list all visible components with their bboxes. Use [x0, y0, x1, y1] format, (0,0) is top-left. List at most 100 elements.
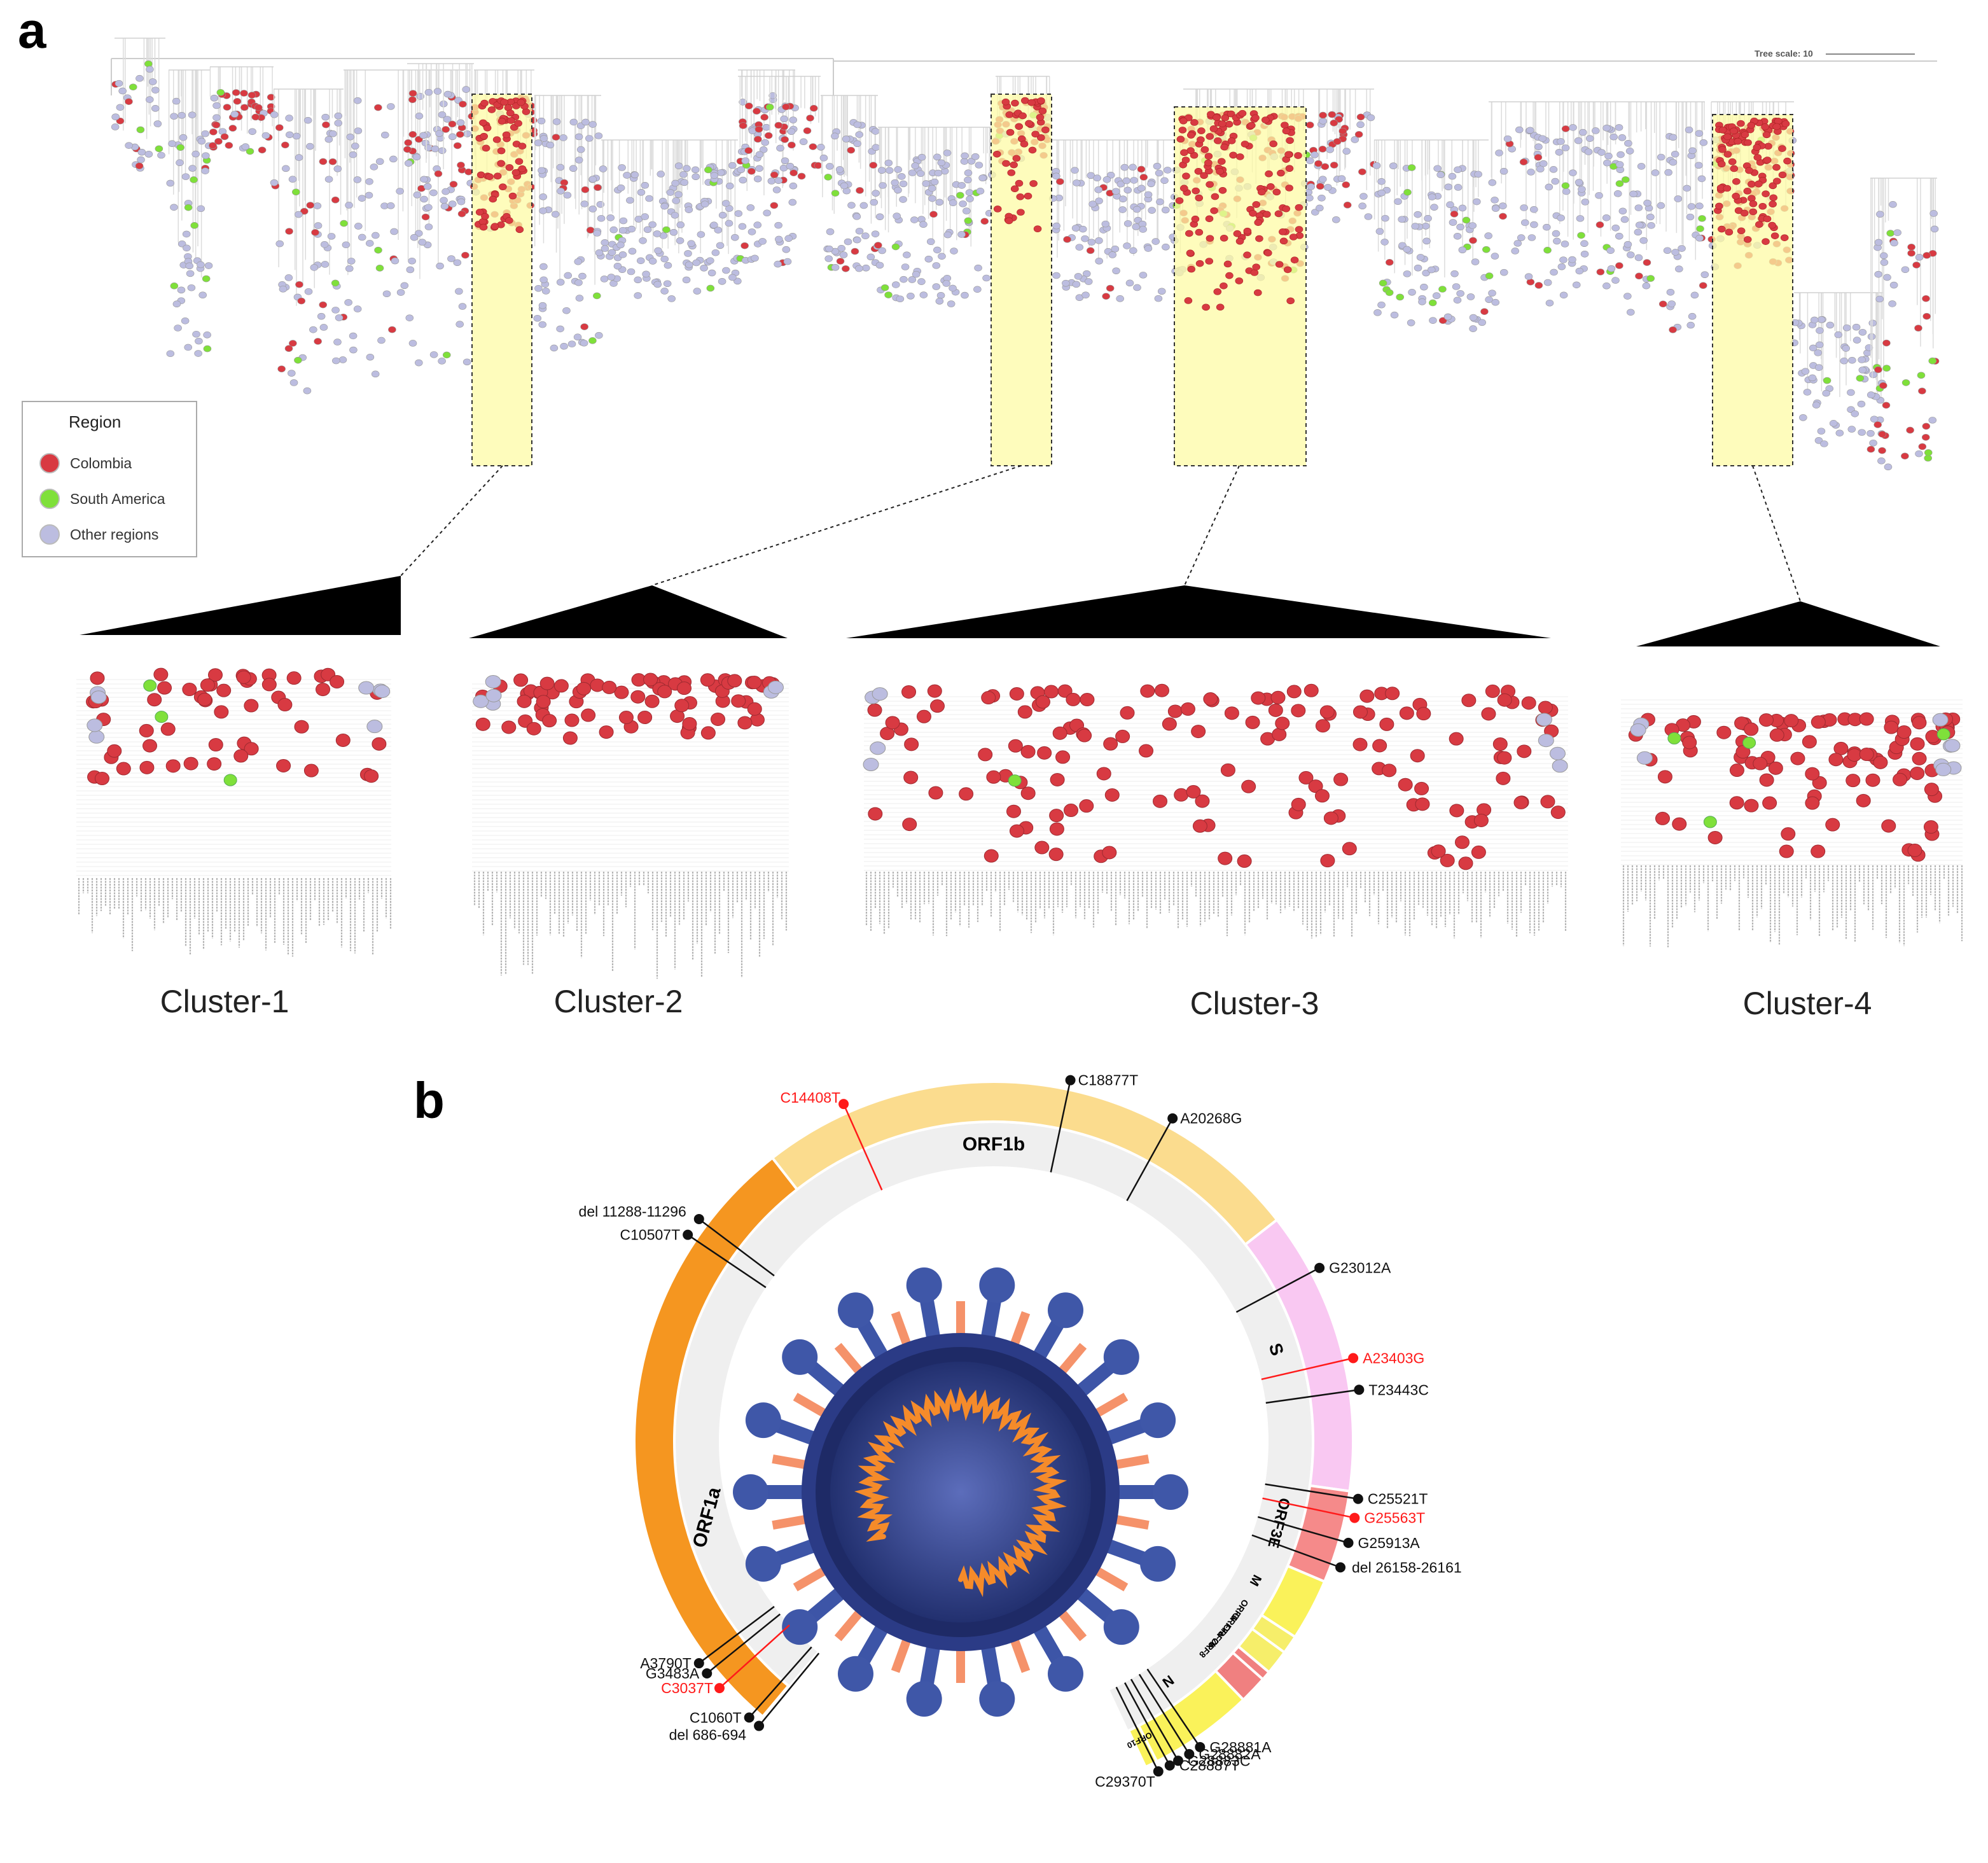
- tip-colombia: [1235, 277, 1244, 284]
- tip-colombia: [1519, 158, 1528, 165]
- tip-colombia: [643, 673, 658, 687]
- spike-head-icon: [1048, 1656, 1083, 1692]
- tip-other-regions: [776, 144, 784, 152]
- tip-other-regions: [1147, 180, 1155, 188]
- tip-colombia: [517, 99, 525, 106]
- tip-colombia: [1237, 854, 1252, 868]
- tip-colombia: [1176, 136, 1185, 143]
- tip-other-regions: [349, 332, 358, 340]
- tip-other-regions: [1444, 183, 1453, 191]
- tip-colombia: [319, 301, 328, 309]
- tip-other-regions: [825, 163, 834, 170]
- tip-other-regions: [391, 257, 400, 265]
- tip-other-regions: [685, 261, 693, 269]
- gene-segment-orf10: [1127, 1724, 1159, 1769]
- tip-other-regions: [539, 135, 548, 142]
- tip-colombia: [515, 226, 524, 234]
- tip-colombia: [928, 786, 943, 800]
- tip-other-regions: [789, 182, 798, 190]
- tip-other-regions: [564, 272, 573, 279]
- tip-colombia: [1718, 146, 1727, 153]
- tip-colombia: [1328, 111, 1337, 118]
- tip-other-regions: [917, 153, 926, 161]
- tip-other-regions: [1078, 225, 1087, 233]
- tip-other-regions: [349, 151, 358, 158]
- tip-colombia: [223, 104, 232, 111]
- tip-other-regions: [924, 255, 933, 263]
- tip-colombia: [1379, 717, 1394, 731]
- tip-other-regions: [626, 197, 634, 204]
- tip-colombia: [1274, 210, 1283, 218]
- tip-other-regions: [151, 105, 160, 112]
- tip-colombia: [1717, 160, 1726, 168]
- tip-colombia: [1385, 259, 1394, 266]
- tip-south-america: [294, 356, 302, 364]
- tip-other-regions: [382, 290, 391, 298]
- tip-other-regions: [600, 276, 609, 283]
- mutation-label: C28887T: [1179, 1757, 1240, 1774]
- tip-colombia: [441, 126, 450, 133]
- tip-other-regions: [148, 78, 157, 85]
- tip-colombia: [1056, 178, 1064, 185]
- tip-other-regions: [1453, 232, 1462, 240]
- tip-colombia: [760, 113, 768, 121]
- tip-colombia: [1027, 99, 1036, 106]
- tip-south-america: [216, 88, 225, 96]
- tip-other-regions: [660, 255, 669, 263]
- tree-subclade: [1307, 88, 1379, 223]
- tip-colombia: [1205, 215, 1214, 223]
- tip-other-regions: [187, 284, 196, 291]
- tip-colombia: [526, 722, 541, 736]
- tip-other-regions: [314, 222, 323, 229]
- tip-colombia: [739, 122, 747, 129]
- tip-other-regions: [669, 228, 678, 236]
- tip-colombia: [1737, 120, 1745, 127]
- tip-other-regions: [1545, 299, 1554, 307]
- tip-colombia: [1282, 127, 1291, 135]
- tip-other-regions: [747, 228, 756, 235]
- tip-other-regions: [1620, 216, 1629, 223]
- tip-south-america: [880, 284, 889, 291]
- mutation-label: C29370T: [1095, 1773, 1155, 1790]
- tip-colombia: [614, 685, 629, 699]
- tip-colombia: [1550, 806, 1566, 820]
- tip-colombia: [489, 195, 497, 203]
- tip-other-regions: [1450, 270, 1459, 277]
- spike-head-icon: [1048, 1292, 1083, 1329]
- cluster-2-connector: [651, 465, 1022, 586]
- tip-other-regions: [319, 324, 328, 331]
- tip-other-regions: [728, 274, 737, 281]
- tip-other-regions: [641, 182, 650, 189]
- tip-other-regions: [354, 223, 363, 230]
- tip-colombia: [125, 98, 133, 105]
- tip-colombia: [885, 716, 900, 730]
- cluster-1-subtree: [76, 667, 392, 957]
- cluster-2-highlight-box: [991, 94, 1052, 466]
- tip-other-regions: [971, 153, 980, 160]
- tip-colombia: [700, 726, 716, 740]
- tip-colombia: [183, 757, 198, 771]
- tip-colombia: [1204, 153, 1213, 160]
- tip-other-regions: [1901, 266, 1910, 274]
- tip-colombia: [479, 119, 487, 127]
- tip-other-regions: [919, 291, 928, 298]
- tip-colombia: [1162, 717, 1177, 731]
- tip-other-regions: [569, 165, 578, 172]
- tip-colombia: [139, 760, 155, 774]
- tip-other-regions: [680, 179, 689, 186]
- tip-other-regions: [978, 174, 987, 181]
- tip-colombia: [1825, 818, 1840, 832]
- tip-other-regions: [1389, 162, 1398, 169]
- tip-other-regions: [608, 249, 616, 256]
- tip-colombia: [1012, 155, 1021, 162]
- tip-other-regions: [1597, 149, 1606, 156]
- tip-other-regions: [447, 255, 455, 262]
- tip-other-regions: [782, 246, 791, 253]
- tip-other-regions: [1123, 220, 1132, 227]
- tip-other-regions: [1468, 222, 1477, 229]
- tip-colombia: [1233, 230, 1242, 237]
- tip-other-regions: [429, 189, 438, 197]
- tip-colombia: [1010, 185, 1019, 193]
- tip-other-regions: [1559, 256, 1567, 263]
- tip-other-regions: [1153, 162, 1162, 170]
